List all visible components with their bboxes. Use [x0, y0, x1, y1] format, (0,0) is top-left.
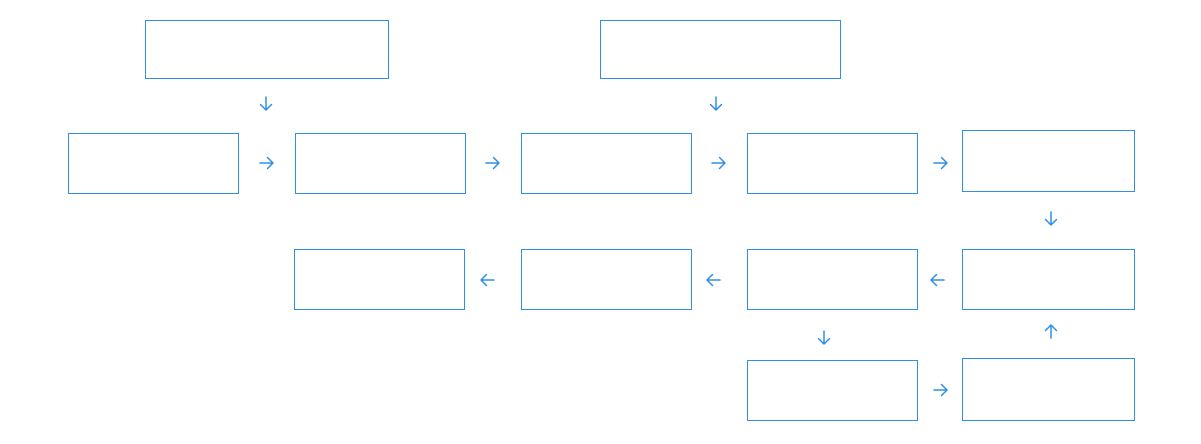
- flow-box-row3-2: [962, 358, 1135, 421]
- flow-box-row2-3: [747, 249, 918, 310]
- flow-box-row1-1: [68, 133, 239, 194]
- flow-box-row1-5: [962, 130, 1135, 192]
- flow-box-top-right: [600, 20, 841, 79]
- flow-box-top-left: [145, 20, 389, 79]
- flow-box-row2-2: [521, 249, 692, 310]
- flow-box-row3-1: [747, 360, 918, 421]
- arrow-right-icon: [257, 153, 277, 173]
- arrow-right-icon: [483, 153, 503, 173]
- arrow-down-icon: [256, 94, 276, 114]
- arrow-down-icon: [1041, 209, 1061, 229]
- arrow-left-icon: [703, 270, 723, 290]
- flow-box-row2-1: [294, 249, 465, 310]
- arrow-down-icon: [814, 328, 834, 348]
- arrow-left-icon: [927, 270, 947, 290]
- arrow-left-icon: [477, 270, 497, 290]
- arrow-right-icon: [709, 153, 729, 173]
- flow-box-row1-3: [521, 133, 692, 194]
- arrow-down-icon: [706, 94, 726, 114]
- arrow-right-icon: [931, 153, 951, 173]
- arrow-up-icon: [1041, 321, 1061, 341]
- arrow-right-icon: [931, 380, 951, 400]
- flow-box-row1-2: [295, 133, 466, 194]
- flow-box-row1-4: [747, 133, 918, 194]
- flow-box-row2-4: [962, 249, 1135, 310]
